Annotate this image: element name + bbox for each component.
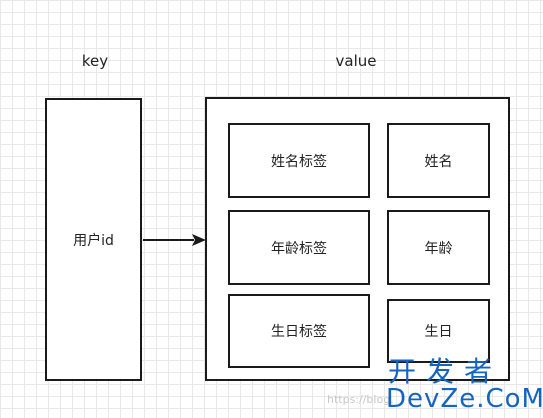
watermark-brand-cn: 开发者 — [388, 355, 503, 388]
value-field-box-name: 姓名 — [387, 123, 490, 198]
value-tag-label: 生日标签 — [271, 324, 327, 340]
value-tag-box-age: 年龄标签 — [228, 210, 370, 285]
value-field-label: 年龄 — [424, 240, 453, 257]
value-header: value — [335, 52, 377, 70]
watermark-url: https://blog. — [327, 393, 394, 406]
key-header: key — [81, 52, 109, 70]
key-to-value-arrow — [143, 234, 206, 246]
value-field-box-age: 年龄 — [387, 210, 490, 285]
watermark-brand-en: DevZe.CoM — [386, 384, 543, 414]
value-field-label: 姓名 — [424, 153, 453, 170]
value-tag-box-name: 姓名标签 — [228, 123, 370, 198]
value-tag-label: 姓名标签 — [271, 153, 327, 170]
value-field-label: 生日 — [424, 324, 453, 340]
key-box-label: 用户id — [73, 232, 114, 249]
value-field-box-birthday: 生日 — [387, 299, 490, 363]
value-tag-label: 年龄标签 — [271, 240, 327, 257]
value-tag-box-birthday: 生日标签 — [228, 294, 370, 368]
key-box: 用户id — [45, 98, 142, 381]
